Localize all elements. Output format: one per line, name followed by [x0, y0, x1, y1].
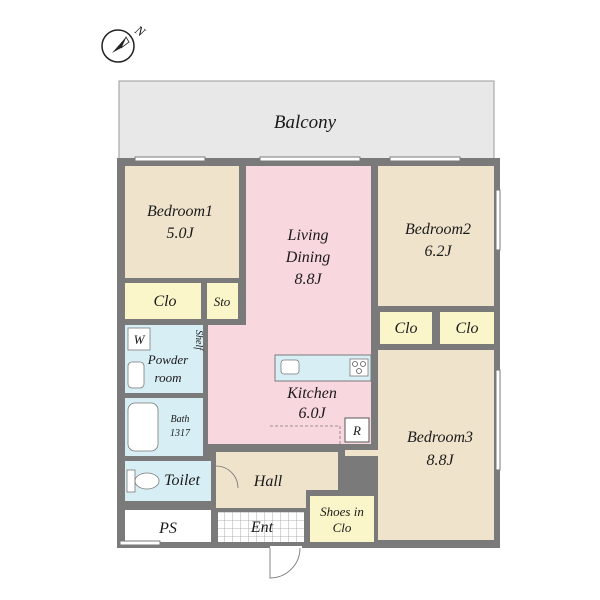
toilet-label: Toilet — [164, 472, 200, 489]
powder-room-label: room — [155, 370, 182, 385]
compass-label: N — [131, 22, 149, 41]
living-size: 8.8J — [294, 271, 322, 288]
balcony-label: Balcony — [274, 112, 337, 133]
entrance-area — [218, 512, 304, 542]
front-door-swing — [269, 547, 301, 579]
clo1-label: Clo — [153, 293, 176, 310]
entrance-label: Ent — [250, 519, 274, 536]
bath-label: Bath — [171, 414, 190, 425]
dining-label: Dining — [285, 249, 330, 266]
kitchen-label: Kitchen — [286, 385, 337, 402]
ps-label: PS — [158, 520, 177, 537]
window-bedroom2 — [389, 156, 461, 162]
bedroom1-size: 5.0J — [166, 225, 194, 242]
shoes-clo-label: Clo — [333, 520, 352, 535]
toilet-door-swing — [215, 465, 239, 489]
bath-size: 1317 — [170, 428, 191, 439]
sink-icon — [280, 359, 300, 375]
bedroom3-area — [345, 350, 494, 540]
window-ps — [119, 540, 161, 546]
kitchen-size: 6.0J — [298, 405, 326, 422]
bedroom1-label: Bedroom1 — [147, 203, 213, 220]
bedroom1-area — [125, 166, 239, 278]
sto-area — [207, 283, 238, 319]
clo3-label: Clo — [455, 320, 478, 337]
clo1-area — [125, 283, 201, 319]
window-bedroom3-side — [495, 369, 501, 471]
basin-icon — [127, 361, 145, 389]
window-living — [259, 156, 361, 162]
stove-icon — [349, 358, 369, 377]
north-arrow-icon — [101, 29, 135, 63]
hall-area — [216, 452, 338, 508]
fridge-icon — [344, 417, 370, 443]
door-swing — [343, 457, 371, 485]
clo3-area — [440, 312, 494, 344]
shoes-clo-area — [310, 496, 374, 542]
bedroom3-label: Bedroom3 — [407, 429, 473, 446]
shoes-label: Shoes in — [320, 504, 364, 519]
bedroom3-size: 8.8J — [426, 452, 454, 469]
fridge-label: R — [352, 423, 361, 438]
living-label: Living — [287, 227, 329, 244]
powder-label: Powder — [147, 352, 189, 367]
shelf-label: Shelf — [193, 330, 204, 351]
kitchen-dashed-line — [270, 425, 341, 444]
hall-label: Hall — [253, 473, 283, 490]
bedroom2-area — [378, 166, 494, 306]
washer-icon — [127, 327, 151, 351]
clo2-area — [380, 312, 432, 344]
toilet-icon — [126, 469, 160, 493]
bathtub-icon — [127, 402, 159, 452]
bedroom2-size: 6.2J — [424, 243, 452, 260]
front-door-gap — [270, 546, 302, 550]
clo2-label: Clo — [394, 320, 417, 337]
washer-label: W — [134, 332, 146, 347]
window-bedroom2-side — [495, 189, 501, 251]
sto-label: Sto — [214, 294, 231, 309]
ps-area — [125, 510, 211, 542]
bedroom2-label: Bedroom2 — [405, 221, 471, 238]
balcony-area — [118, 80, 495, 162]
window-bedroom1 — [134, 156, 206, 162]
